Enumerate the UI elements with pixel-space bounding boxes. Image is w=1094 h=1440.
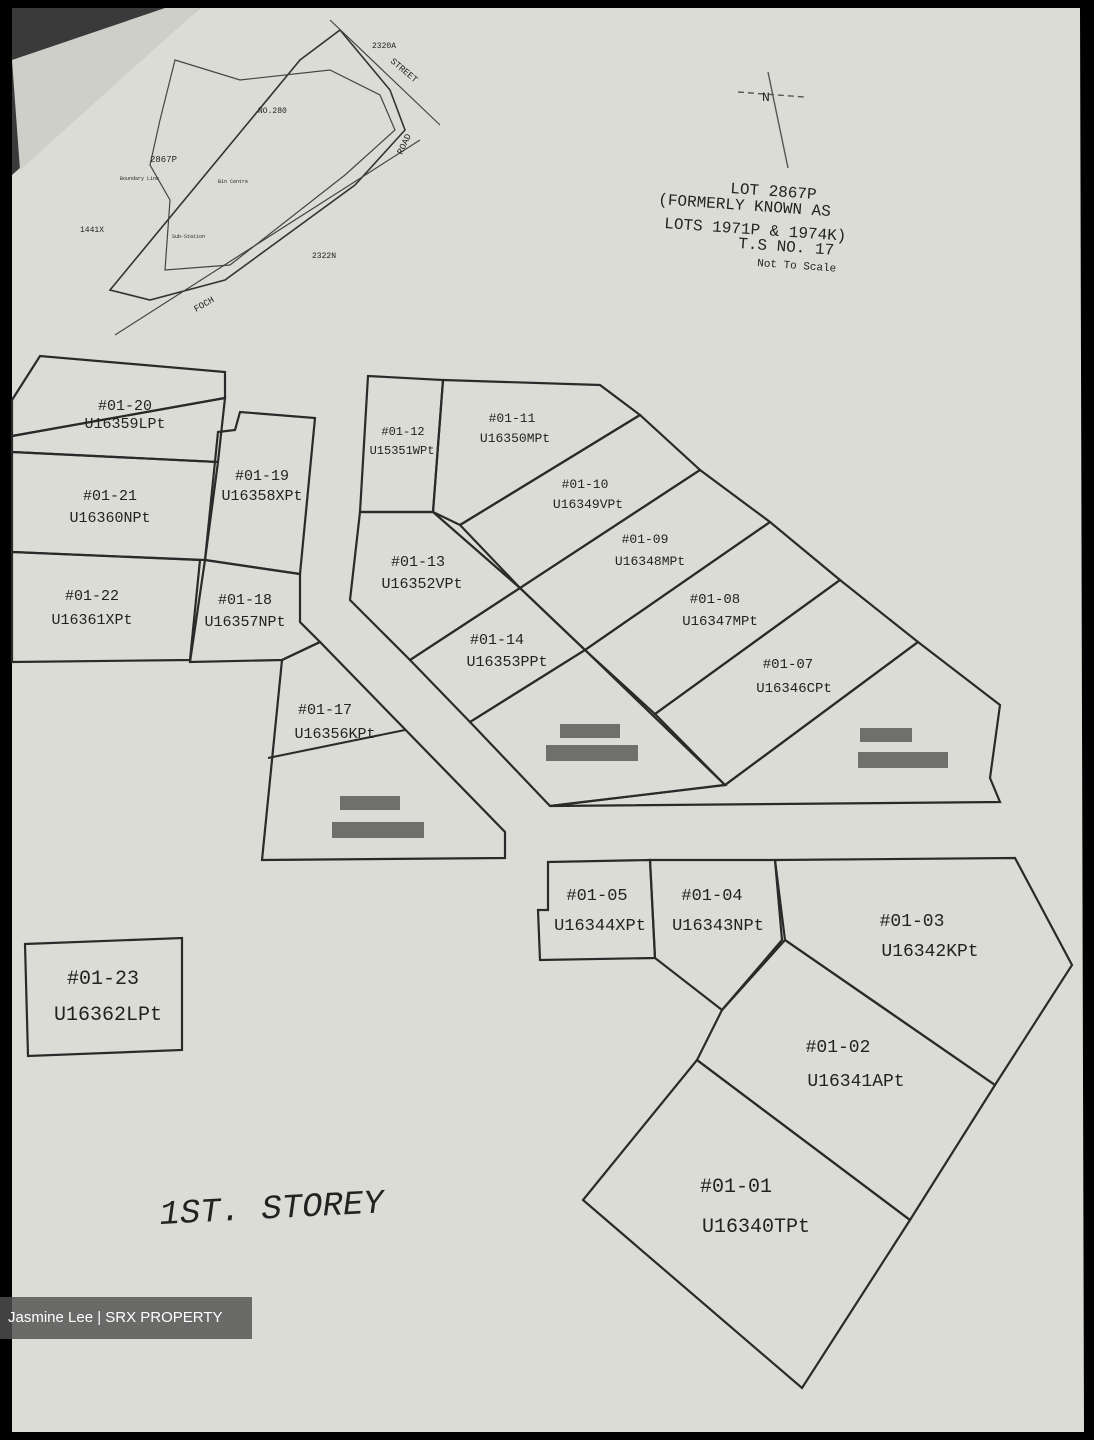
right-block [536, 856, 1074, 1390]
unit-lot: U16343NPt [672, 917, 764, 936]
road-line [114, 139, 421, 336]
unit-no: #01-19 [235, 468, 289, 485]
unit-no: #01-13 [391, 554, 445, 571]
unit-lot: U16348MPt [615, 554, 685, 569]
plan-note: Boundary Line [120, 176, 159, 182]
unit-lot: U16352VPt [381, 576, 462, 593]
scale-note: Not To Scale [757, 258, 837, 275]
unit-no: #01-03 [880, 912, 945, 932]
block-label: NO.280 [258, 107, 287, 116]
unit-lot: U16340TPt [702, 1216, 810, 1239]
unit-lot: U16342KPt [881, 942, 978, 962]
neighbor-lot-label: 1441X [80, 226, 104, 235]
left-block [10, 354, 507, 862]
unit-labels: #01-20 U16359LPt #01-21 U16360NPt #01-22… [51, 398, 978, 1239]
plan-note: Bin Centre [218, 179, 248, 185]
unit-lot: U16358XPt [221, 488, 302, 505]
plan-note: Sub-Station [172, 234, 205, 240]
unit-no: #01-21 [83, 488, 137, 505]
unit-lot: U16347MPt [682, 614, 758, 630]
smudged-label [858, 752, 948, 768]
unit-no: #01-09 [622, 532, 669, 547]
illegible-labels [332, 724, 948, 838]
paper [12, 8, 1084, 1432]
unit-no: #01-01 [700, 1176, 772, 1199]
smudged-label [546, 745, 638, 761]
unit-lot: U16359LPt [84, 416, 165, 433]
unit-no: #01-11 [489, 411, 536, 426]
unit-no: #01-17 [298, 702, 352, 719]
site-boundary [108, 28, 406, 301]
road-line [329, 19, 441, 126]
smudged-label [860, 728, 912, 742]
north-label: N [762, 90, 770, 105]
unit-lot: U16341APt [807, 1072, 904, 1092]
lot-outline [23, 936, 184, 1058]
unit-no: #01-18 [218, 592, 272, 609]
unit-lot: U16362LPt [54, 1004, 162, 1027]
unit-no: #01-22 [65, 588, 119, 605]
unit-lot: U15351WPt [370, 444, 435, 458]
site-lot-label: 2867P [150, 155, 177, 165]
unit-no: #01-20 [98, 398, 152, 415]
unit-lot: U16356KPt [294, 726, 375, 743]
unit-no: #01-07 [763, 657, 813, 673]
unit-lot: U16344XPt [554, 917, 646, 936]
unit-lot: U16357NPt [204, 614, 285, 631]
title-lot: LOT 2867P [730, 180, 817, 204]
unit-no: #01-23 [67, 968, 139, 991]
unit-lot: U16350MPt [480, 431, 550, 446]
smudged-label [332, 822, 424, 838]
unit-no: #01-08 [690, 592, 740, 608]
unit-no: #01-05 [566, 887, 627, 906]
unit-no: #01-14 [470, 632, 524, 649]
unit-no: #01-10 [562, 477, 609, 492]
central-block [348, 374, 1002, 808]
unit-lot: U16361XPt [51, 612, 132, 629]
unit-lot: U16360NPt [69, 510, 150, 527]
folded-page-corner [12, 8, 200, 170]
smudged-label [340, 796, 400, 810]
unit-no: #01-12 [381, 425, 424, 439]
unit-lot: U16349VPt [553, 497, 623, 512]
neighbor-lot-label: 2320A [372, 42, 396, 51]
unit-no: #01-02 [806, 1038, 871, 1058]
unit-lot: U16353PPt [466, 654, 547, 671]
unit-lot: U16346CPt [756, 681, 832, 697]
watermark: Jasmine Lee | SRX PROPERTY [0, 1297, 252, 1339]
smudged-label [560, 724, 620, 738]
building-outline [149, 59, 396, 271]
neighbor-lot-label: 2322N [312, 252, 336, 261]
unit-no: #01-04 [681, 887, 742, 906]
north-arrow: N [737, 71, 805, 169]
